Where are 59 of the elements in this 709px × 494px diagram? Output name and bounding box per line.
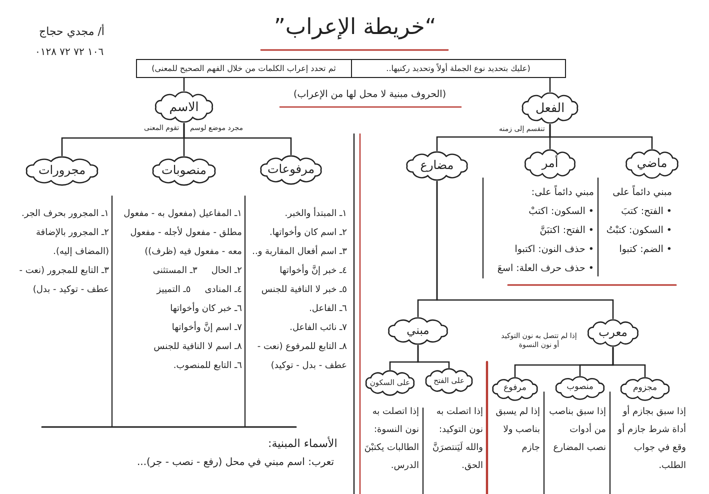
list-item: • الفتح: اكتبَنَّ xyxy=(538,224,594,238)
connector-line xyxy=(549,78,551,92)
list-item: ٧ـ اسم إنَّ وأخواتها xyxy=(170,320,242,335)
list-item: ٢ـ المجرور بالإضافة (المضاف إليه). xyxy=(34,227,109,259)
connector-line xyxy=(61,123,185,156)
list-item: ٨ـ اسم لا النافية للجنس xyxy=(152,341,242,354)
list-item: ٥ـ التمييز xyxy=(156,284,191,297)
list-item: ٤ـ المنادى xyxy=(204,284,242,297)
list-item: • السكون: كتبْتُ xyxy=(605,224,672,238)
list-item: ٣ـ اسم أفعال المقاربة و.. xyxy=(251,244,347,259)
list-item: ٧ـ نائب الفاعل. xyxy=(288,322,347,335)
title: “خريطة الإعراب” xyxy=(274,14,436,40)
list-item: مبني دائماً على xyxy=(612,184,672,200)
list-item: إذا اتصلت به نون النسوة: الطالبات يكتبْنَ الدرس. xyxy=(363,406,419,473)
list-item: ١ـ المبتدأ والخبر. xyxy=(284,206,347,221)
cloud-bubble: منصوب xyxy=(553,376,607,400)
cloud-bubble: مضارع xyxy=(403,151,471,181)
list-item: ٦ـ الفاعل. xyxy=(308,303,347,316)
list-item: ٨ـ التابع للمرفوع (نعت - عطف - بدل - توكيد) xyxy=(256,341,347,373)
list-item: ٦ـ التابع للمنصوب. xyxy=(172,360,242,373)
list-item: ٢ـ الحال xyxy=(211,265,242,278)
list-item: ٣ـ المستثنى xyxy=(152,265,198,278)
connector-line xyxy=(183,78,185,91)
list-item: ٤ـ خبر إنَّ وأخواتها xyxy=(278,263,347,278)
cloud-bubble: أمر xyxy=(522,149,578,179)
list-item: • حذف حرف العلة: اسعَ xyxy=(496,262,594,276)
list-item: ٣ـ التابع للمجرور (نعت - عطف - توكيد - بدل) xyxy=(18,265,109,297)
cloud-bubble: مجزوم xyxy=(618,377,672,401)
cloud-bubble: مبني xyxy=(385,317,451,345)
subheading: الأسماء المبنية: xyxy=(268,436,338,450)
connector-line xyxy=(436,124,551,151)
cloud-bubble: مرفوع xyxy=(490,377,540,401)
list-item: ٢ـ اسم كان وأخواتها. xyxy=(268,225,347,240)
instruction-box: (عليك بتحديد نوع الجملة أولاً وتحديد ركنيها.. ثم تحدد إعراب الكلمات من خلال الفهم الصحيح للمعنى) xyxy=(136,59,566,78)
list-item: إذا لم يسبق بناصب ولا جازم xyxy=(494,406,540,455)
list-item: • الفتح: كتبَ xyxy=(620,205,672,219)
connector-line xyxy=(417,181,438,317)
phone-number: ٠١٢٨ ٧٢ ٧٢ ١٠٦ xyxy=(35,46,104,58)
list-item: ١ـ المجرور بحرف الجر. xyxy=(20,208,109,221)
list-item: ٥ـ خبر لا النافية للجنس xyxy=(260,284,347,297)
note-text: تعرب: اسم مبني في محل (رفع - نصب - جر)... xyxy=(137,456,334,468)
cloud-bubble: معرب xyxy=(585,319,641,347)
list-item: مبني دائماً على: xyxy=(530,184,594,200)
list-item: ١ـ المفاعيل (مفعول به - مفعول مطلق - مفعول لأجله - مفعول معه - مفعول فيه (ظرف)) xyxy=(122,208,242,259)
list-item: ٦ـ خبر كان وأخواتها xyxy=(169,301,242,316)
list-item: • السكون: اكتبْ xyxy=(528,205,594,219)
cloud-bubble: الفعل xyxy=(519,92,581,124)
note-text: (الحروف مبنية لا محل لها من الإعراب) xyxy=(294,88,446,100)
cloud-bubble: الاسم xyxy=(152,91,216,123)
list-item: • حذف النون: اكتبوا xyxy=(514,243,594,257)
cloud-bubble: ماضي xyxy=(623,149,681,179)
connector-line xyxy=(514,347,614,377)
connector-line xyxy=(389,345,419,370)
list-item: إذا سبق بجازم أو أداة شرط جازم أو وقع في جواب الطلب. xyxy=(616,404,686,473)
list-item: إذا سبق بناصب من أدوات نصب المضارع xyxy=(548,406,606,455)
cloud-bubble: مرفوعات xyxy=(257,155,325,185)
author-name: أ/ مجدي حجاج xyxy=(39,24,104,38)
list-item: • الضم: كتبوا xyxy=(618,243,672,257)
list-item: إذا اتصلت به نون التوكيد: والله لَيَنتصرَنَّ الحق. xyxy=(431,406,483,473)
